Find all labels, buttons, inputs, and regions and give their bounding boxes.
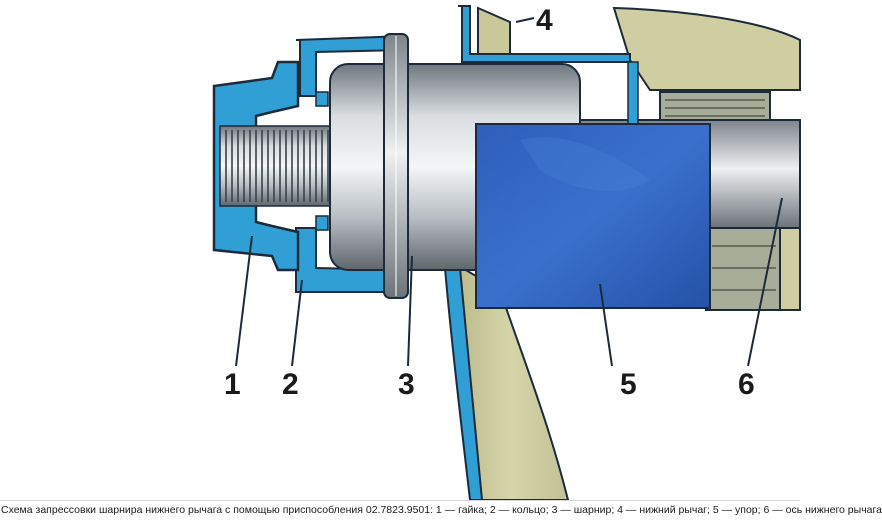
- stop-pin: [627, 61, 639, 125]
- press-fit-diagram: 1 2 3 4 5 6: [212, 4, 801, 501]
- callout-1: 1: [224, 368, 241, 401]
- callout-3: 3: [398, 368, 415, 401]
- lever-plate-profile: [458, 5, 631, 63]
- callout-6: 6: [738, 368, 755, 401]
- figure-caption: Схема запрессовки шарнира нижнего рычага…: [1, 504, 882, 516]
- stop-plate: [475, 123, 711, 309]
- callout-5: 5: [620, 368, 637, 401]
- caption-divider: [0, 500, 800, 501]
- leader-lines: [235, 17, 783, 367]
- thread: [219, 125, 339, 207]
- callout-4: 4: [536, 4, 553, 37]
- callout-2: 2: [282, 368, 299, 401]
